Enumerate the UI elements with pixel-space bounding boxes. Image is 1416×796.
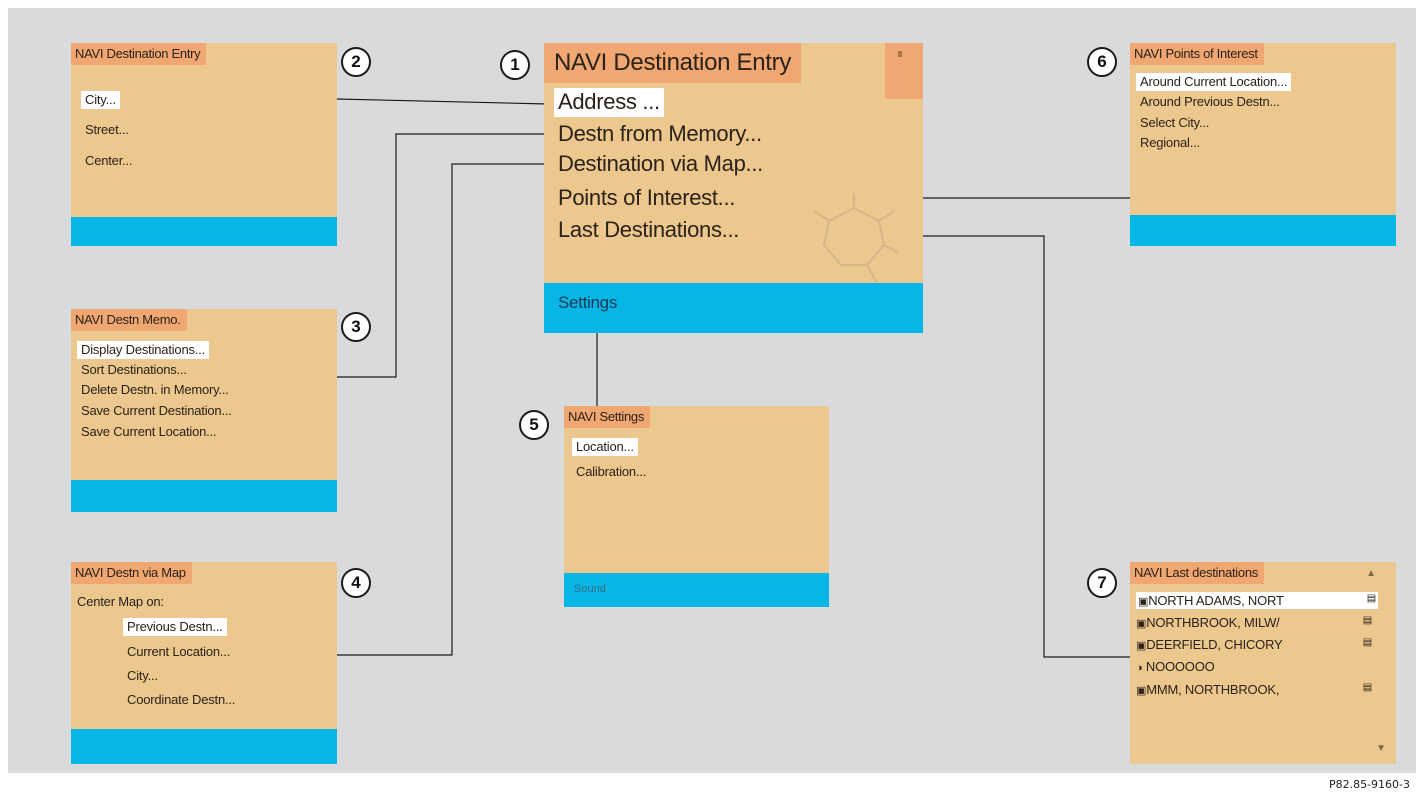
main-destination-entry-panel: NAVI Destination Entry Address ... Destn… bbox=[544, 43, 923, 333]
main-panel-title: NAVI Destination Entry bbox=[544, 43, 802, 83]
callout-badge-6: 6 bbox=[1087, 47, 1117, 77]
points-of-interest-panel: NAVI Points of Interest Around Current L… bbox=[1130, 43, 1396, 246]
menu-item-save-current-location[interactable]: Save Current Location... bbox=[81, 424, 217, 439]
menu-item-coordinate-destn[interactable]: Coordinate Destn... bbox=[127, 692, 236, 707]
panel-title: NAVI Last destinations bbox=[1130, 562, 1264, 584]
details-icon: ▤ bbox=[1366, 593, 1376, 604]
last-dest-label: MMM, NORTHBROOK, bbox=[1146, 682, 1280, 697]
bottom-bar bbox=[1130, 215, 1396, 246]
figure-code: P82.85-9160-3 bbox=[1328, 778, 1410, 791]
menu-item-city[interactable]: City... bbox=[81, 91, 120, 109]
menu-item-around-current-location[interactable]: Around Current Location... bbox=[1136, 73, 1292, 91]
panel-title: NAVI Destn Memo. bbox=[71, 309, 187, 331]
menu-item-around-previous-destn[interactable]: Around Previous Destn... bbox=[1140, 94, 1280, 109]
last-dest-row-4[interactable]: ◑ NOOOOOO bbox=[1136, 659, 1215, 674]
callout-badge-4: 4 bbox=[341, 568, 371, 598]
menu-item-select-city[interactable]: Select City... bbox=[1140, 115, 1210, 130]
menu-item-sort-destinations[interactable]: Sort Destinations... bbox=[81, 362, 187, 377]
menu-item-center[interactable]: Center... bbox=[85, 153, 133, 168]
menu-item-delete-destn[interactable]: Delete Destn. in Memory... bbox=[81, 382, 229, 397]
panel-title: NAVI Points of Interest bbox=[1130, 43, 1264, 65]
panel-title: NAVI Settings bbox=[564, 406, 651, 428]
scroll-up-icon[interactable]: ▲ bbox=[1366, 568, 1376, 579]
panel-title: NAVI Destn via Map bbox=[71, 562, 192, 584]
bottom-bar[interactable]: Sound bbox=[564, 573, 829, 607]
last-dest-label: DEERFIELD, CHICORY bbox=[1146, 637, 1283, 652]
details-icon: ▤ bbox=[1362, 637, 1372, 648]
menu-item-points-of-interest[interactable]: Points of Interest... bbox=[558, 185, 736, 210]
callout-badge-2: 2 bbox=[341, 47, 371, 77]
details-icon: ▤ bbox=[1362, 615, 1372, 626]
address-icon: ▣ bbox=[1136, 685, 1147, 697]
last-dest-label: NOOOOOO bbox=[1145, 659, 1215, 674]
details-icon: ▤ bbox=[1362, 682, 1372, 693]
navi-settings-panel: NAVI Settings Location... Calibration...… bbox=[564, 406, 829, 607]
last-dest-row-5[interactable]: ▣MMM, NORTHBROOK, ▤ bbox=[1136, 682, 1374, 697]
menu-item-calibration[interactable]: Calibration... bbox=[576, 464, 647, 479]
connector-3 bbox=[337, 133, 548, 378]
menu-item-display-destinations[interactable]: Display Destinations... bbox=[77, 341, 210, 359]
destn-memo-panel: NAVI Destn Memo. Display Destinations...… bbox=[71, 309, 337, 512]
address-icon: ▣ bbox=[1136, 640, 1147, 652]
menu-item-city[interactable]: City... bbox=[127, 668, 158, 683]
globe-icon: ◑ bbox=[1136, 662, 1143, 674]
menu-item-save-current-destination[interactable]: Save Current Destination... bbox=[81, 403, 232, 418]
scroll-down-icon[interactable]: ▼ bbox=[1376, 743, 1386, 754]
menu-item-current-location[interactable]: Current Location... bbox=[127, 644, 231, 659]
sound-label[interactable]: Sound bbox=[574, 583, 606, 595]
address-icon: ▣ bbox=[1136, 618, 1147, 630]
menu-item-location[interactable]: Location... bbox=[572, 438, 638, 456]
last-dest-row-1[interactable]: ▣NORTH ADAMS, NORT ▤ bbox=[1136, 592, 1378, 609]
panel-title: NAVI Destination Entry bbox=[71, 43, 207, 65]
center-map-label: Center Map on: bbox=[77, 594, 164, 609]
main-settings-bar[interactable]: Settings bbox=[544, 283, 923, 333]
last-dest-row-3[interactable]: ▣DEERFIELD, CHICORY ▤ bbox=[1136, 637, 1374, 652]
address-icon: ▣ bbox=[1138, 596, 1149, 608]
connector-4 bbox=[337, 163, 548, 656]
scroll-marker-icon bbox=[898, 51, 902, 57]
last-dest-row-2[interactable]: ▣NORTHBROOK, MILW/ ▤ bbox=[1136, 615, 1374, 630]
menu-item-last-destinations[interactable]: Last Destinations... bbox=[558, 217, 740, 242]
scroll-indicator bbox=[885, 43, 923, 99]
last-dest-label: NORTH ADAMS, NORT bbox=[1148, 593, 1284, 608]
settings-label[interactable]: Settings bbox=[558, 293, 618, 312]
menu-item-destn-from-memory[interactable]: Destn from Memory... bbox=[558, 121, 762, 146]
destn-via-map-panel: NAVI Destn via Map Center Map on: Previo… bbox=[71, 562, 337, 764]
menu-item-regional[interactable]: Regional... bbox=[1140, 135, 1200, 150]
bottom-bar bbox=[71, 480, 337, 512]
callout-badge-5: 5 bbox=[519, 410, 549, 440]
connector-2 bbox=[336, 98, 549, 105]
last-destinations-panel: NAVI Last destinations ▲ ▣NORTH ADAMS, N… bbox=[1130, 562, 1396, 764]
destination-entry-panel: NAVI Destination Entry City... Street...… bbox=[71, 43, 337, 246]
last-dest-label: NORTHBROOK, MILW/ bbox=[1146, 615, 1280, 630]
compass-icon bbox=[813, 193, 900, 284]
menu-item-address[interactable]: Address ... bbox=[554, 88, 664, 117]
bottom-bar bbox=[71, 217, 337, 246]
callout-badge-1: 1 bbox=[500, 50, 530, 80]
menu-item-destination-via-map[interactable]: Destination via Map... bbox=[558, 151, 763, 176]
bottom-bar bbox=[71, 729, 337, 764]
menu-item-street[interactable]: Street... bbox=[85, 122, 129, 137]
callout-badge-7: 7 bbox=[1087, 568, 1117, 598]
callout-badge-3: 3 bbox=[341, 312, 371, 342]
menu-item-previous-destn[interactable]: Previous Destn... bbox=[123, 618, 227, 636]
